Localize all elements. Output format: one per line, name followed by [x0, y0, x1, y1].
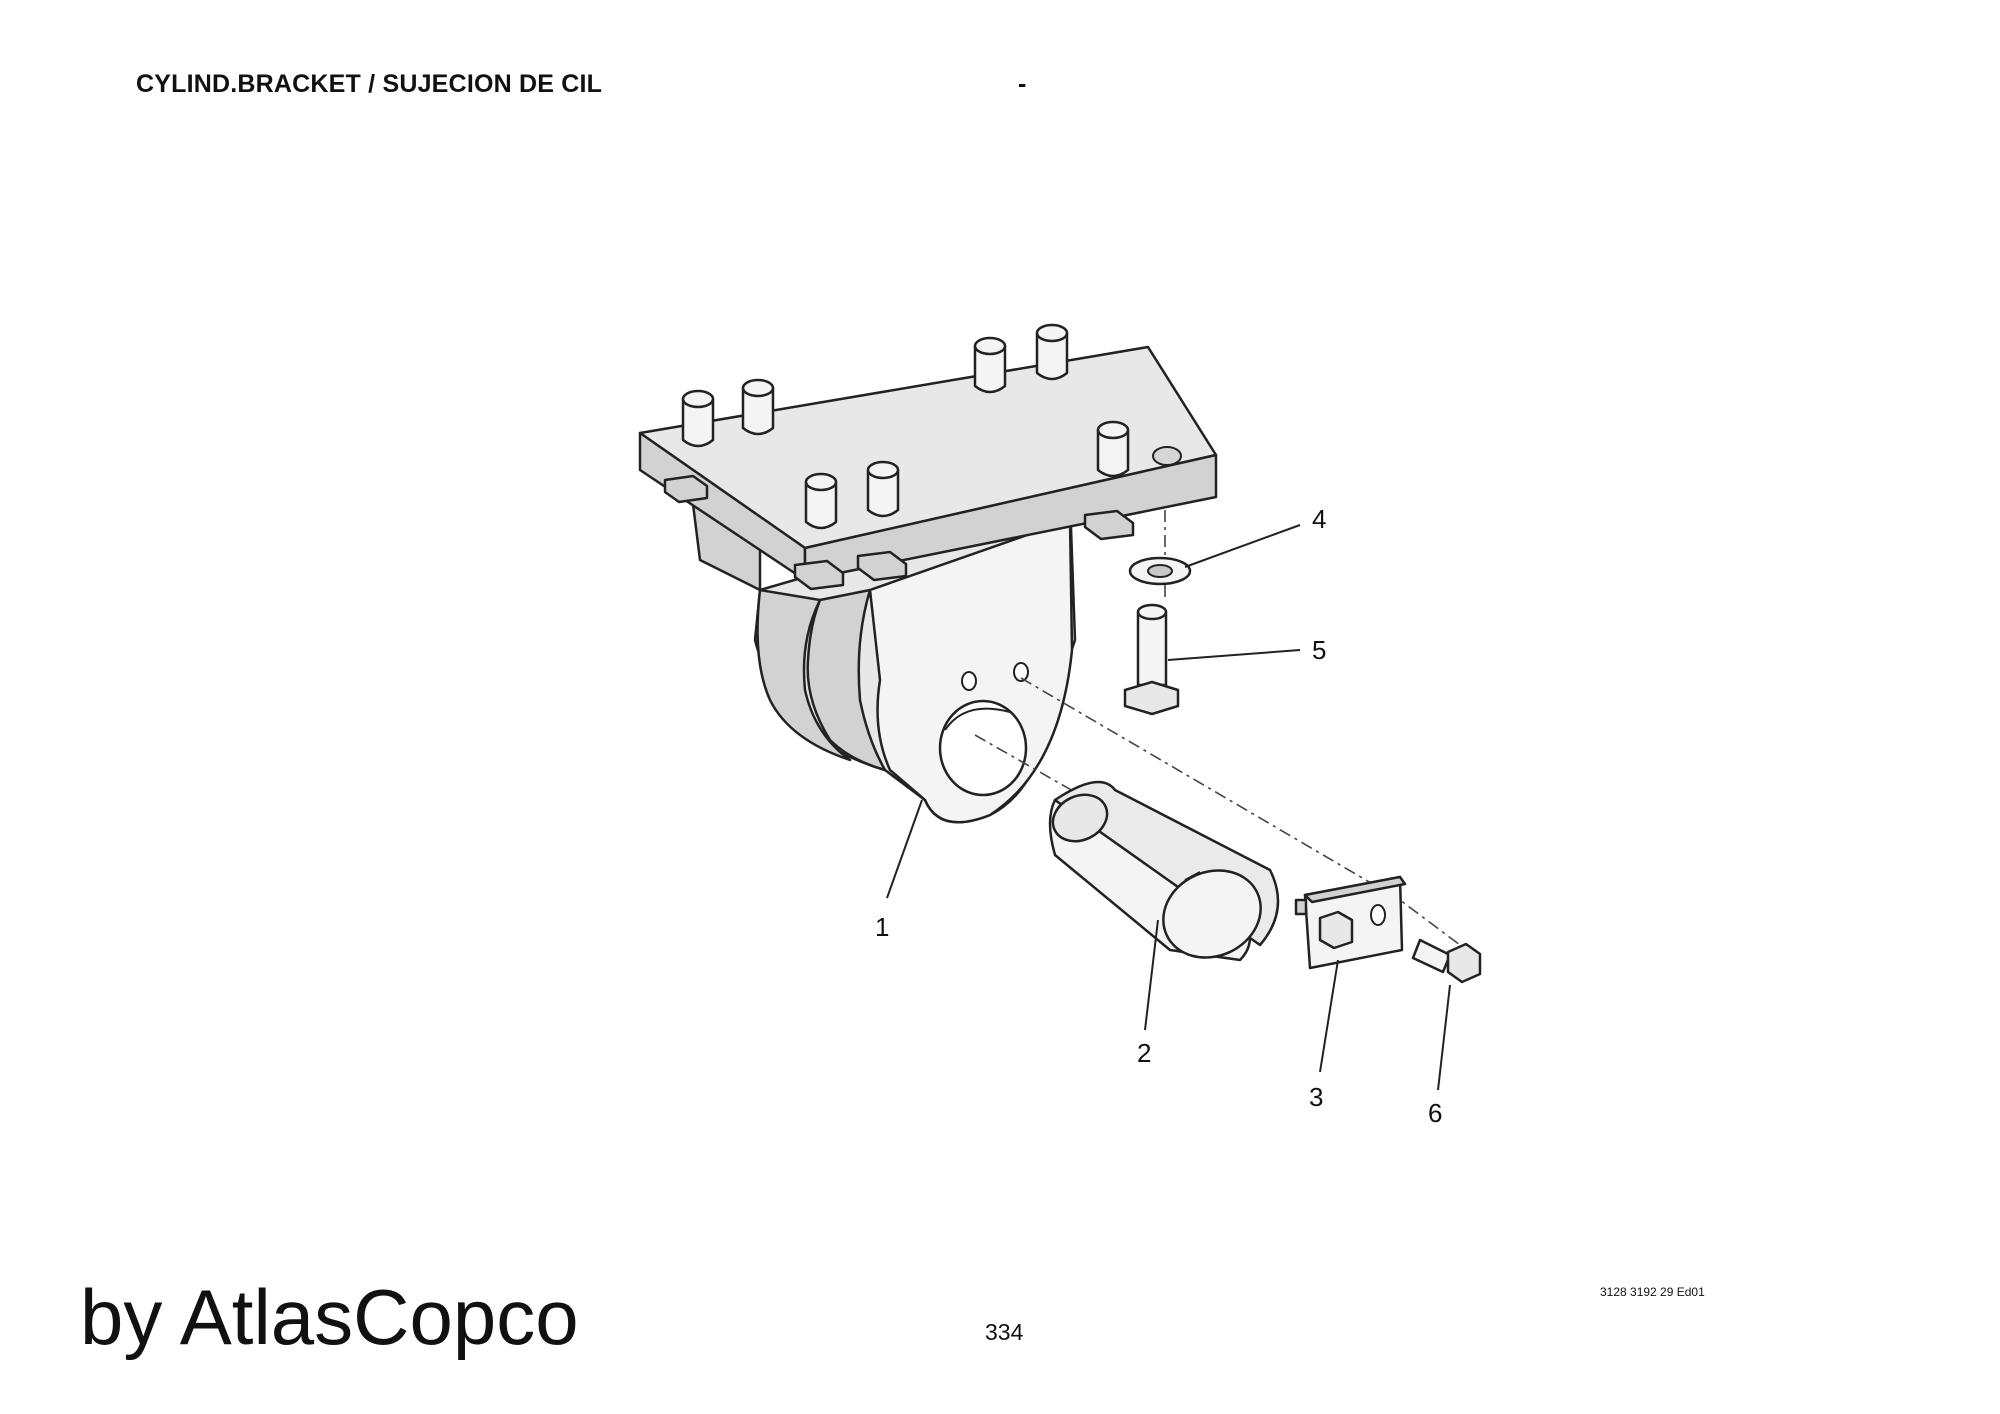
callout-2: 2: [1137, 1038, 1151, 1068]
callout-6: 6: [1428, 1098, 1442, 1128]
callout-3: 3: [1309, 1082, 1323, 1112]
page-title: CYLIND.BRACKET / SUJECION DE CIL: [136, 70, 603, 98]
stud-bolts: [681, 323, 1130, 530]
brand-watermark: by AtlasCopco: [80, 1273, 579, 1361]
washer-part: [1128, 556, 1192, 586]
leader-2: [1144, 919, 1159, 1031]
leader-6: [1437, 984, 1451, 1091]
pin-part: [1048, 780, 1280, 962]
lock-axis-line: [1020, 677, 1481, 961]
lock-plate-part: [1294, 875, 1407, 970]
page-number: 334: [985, 1319, 1024, 1345]
leader-4: [1184, 524, 1301, 568]
header-dash: -: [1018, 70, 1027, 98]
callout-4: 4: [1312, 504, 1326, 534]
leader-1: [886, 799, 923, 899]
document-reference: 3128 3192 29 Ed01: [1600, 1285, 1705, 1299]
leader-5: [1167, 649, 1301, 661]
callout-1: 1: [875, 912, 889, 942]
cylinder-bracket-part: [638, 323, 1218, 824]
callout-5: 5: [1312, 635, 1326, 665]
screw-part: [1411, 938, 1482, 984]
bore-hole: [938, 699, 1028, 797]
leader-3: [1319, 959, 1339, 1073]
bolt-part: [1123, 603, 1180, 716]
pin-axis-line: [974, 734, 1081, 796]
